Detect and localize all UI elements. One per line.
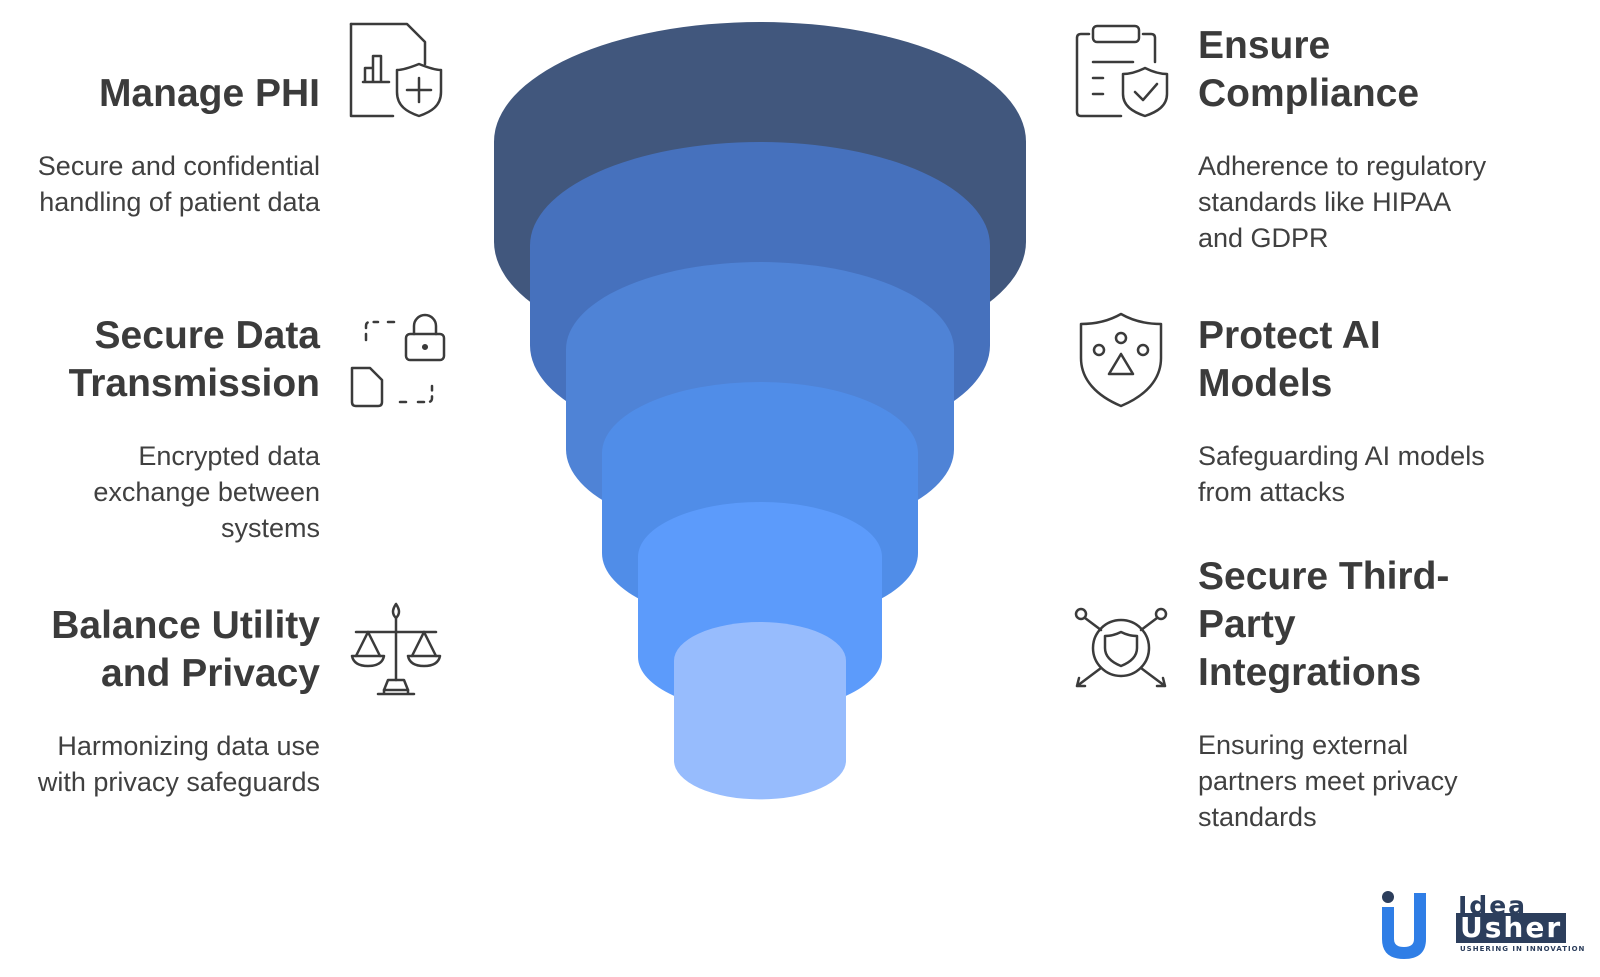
balance-utility-description: Harmonizing data use with privacy safegu… — [0, 728, 320, 800]
balance-utility-block: Balance Utility and Privacy Harmonizing … — [0, 602, 320, 800]
title-line: Protect AI — [1198, 314, 1381, 357]
funnel-layer-6 — [674, 622, 846, 800]
shield-connections-icon — [1073, 600, 1173, 700]
funnel-diagram — [494, 21, 1026, 800]
protect-ai-models-block: Protect AI Models Safeguarding AI models… — [1198, 312, 1578, 510]
protect-ai-models-title: Protect AI Models — [1198, 312, 1578, 408]
secure-third-party-block: Secure Third- Party Integrations Ensurin… — [1198, 553, 1578, 835]
desc-line: Safeguarding AI models — [1198, 441, 1485, 471]
clipboard-shield-check-icon — [1073, 22, 1173, 122]
ensure-compliance-title: Ensure Compliance — [1198, 22, 1578, 118]
title-line: and Privacy — [101, 652, 320, 695]
title-line: Compliance — [1198, 72, 1420, 115]
protect-ai-models-description: Safeguarding AI models from attacks — [1198, 438, 1578, 510]
secure-data-transmission-block: Secure Data Transmission Encrypted data … — [0, 312, 320, 546]
title-line: Transmission — [68, 362, 320, 405]
title-line: Models — [1198, 362, 1333, 405]
desc-line: Encrypted data — [138, 441, 320, 471]
desc-line: Harmonizing data use — [57, 731, 320, 761]
title-line: Integrations — [1198, 651, 1422, 694]
desc-line: and GDPR — [1198, 223, 1329, 253]
secure-third-party-description: Ensuring external partners meet privacy … — [1198, 727, 1578, 835]
desc-line: exchange between — [93, 477, 320, 507]
title-line: Secure Data — [94, 314, 320, 357]
ensure-compliance-description: Adherence to regulatory standards like H… — [1198, 148, 1578, 256]
desc-line: systems — [220, 513, 320, 543]
title-line: Party — [1198, 603, 1296, 646]
title-line: Secure Third- — [1198, 555, 1450, 598]
secure-third-party-title: Secure Third- Party Integrations — [1198, 553, 1578, 697]
title-line: Manage PHI — [98, 72, 320, 115]
secure-data-transmission-title: Secure Data Transmission — [0, 312, 320, 408]
file-lock-transfer-icon — [348, 312, 448, 412]
desc-line: from attacks — [1198, 477, 1346, 507]
title-line: Balance Utility — [51, 604, 320, 647]
manage-phi-description: Secure and confidential handling of pati… — [0, 148, 320, 220]
desc-line: Ensuring external — [1198, 730, 1409, 760]
balance-scale-icon — [348, 600, 448, 700]
ensure-compliance-block: Ensure Compliance Adherence to regulator… — [1198, 22, 1578, 256]
desc-line: standards — [1198, 802, 1317, 832]
desc-line: handling of patient data — [39, 187, 320, 217]
desc-line: Secure and confidential — [37, 151, 320, 181]
desc-line: standards like HIPAA — [1198, 187, 1452, 217]
document-chart-shield-icon — [345, 20, 445, 120]
idea-usher-logo: Idea Usher USHERING IN INNOVATION — [1382, 891, 1595, 975]
balance-utility-title: Balance Utility and Privacy — [0, 602, 320, 698]
shield-network-icon — [1073, 308, 1173, 408]
desc-line: with privacy safeguards — [37, 767, 320, 797]
manage-phi-block: Manage PHI Secure and confidential handl… — [0, 70, 320, 220]
desc-line: Adherence to regulatory — [1198, 151, 1487, 181]
desc-line: partners meet privacy — [1198, 766, 1458, 796]
secure-data-transmission-description: Encrypted data exchange between systems — [0, 438, 320, 546]
logo-word-usher: Usher — [1456, 913, 1567, 943]
manage-phi-title: Manage PHI — [0, 70, 320, 118]
title-line: Ensure — [1198, 24, 1331, 67]
logo-tagline: USHERING IN INNOVATION — [1460, 945, 1586, 953]
u-drop-logo-icon — [1382, 891, 1426, 959]
